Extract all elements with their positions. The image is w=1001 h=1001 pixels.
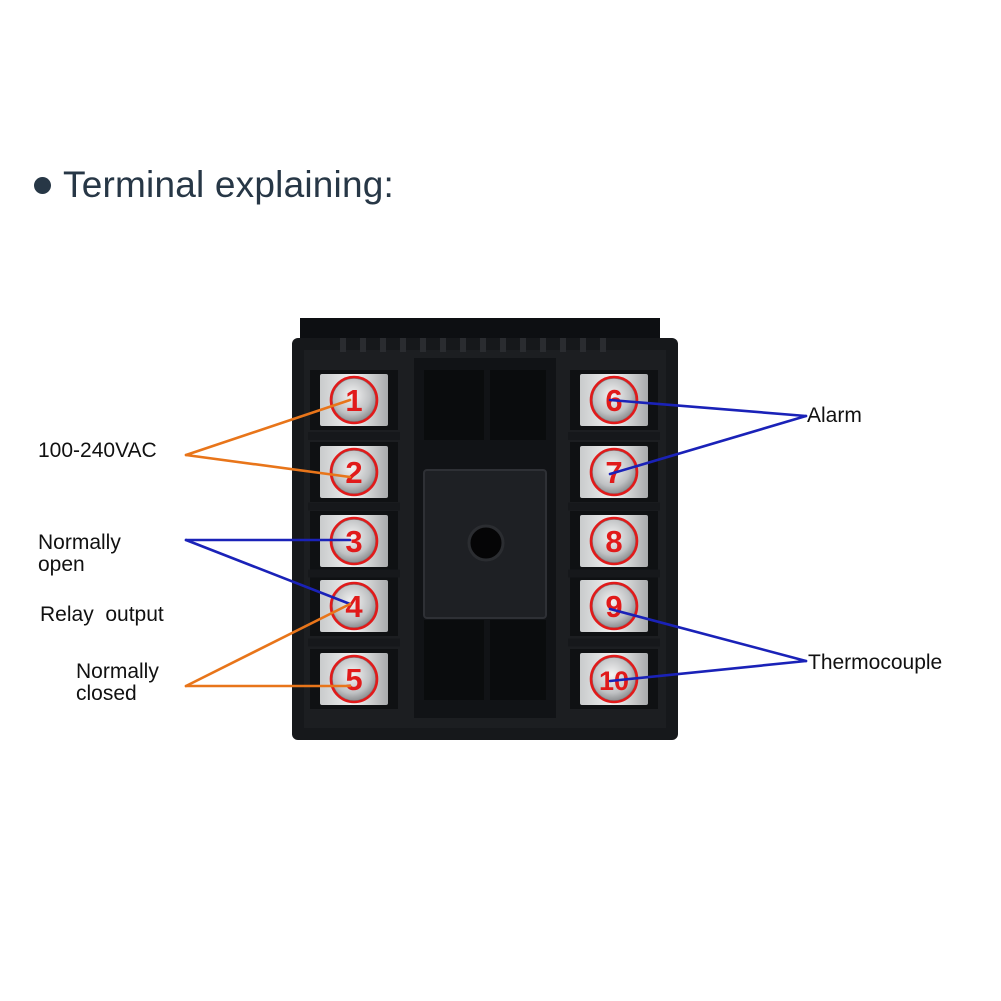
label-power: 100-240VAC xyxy=(38,439,157,462)
top-ribs xyxy=(340,338,606,352)
pointer-lines xyxy=(184,398,808,688)
line-nc-4 xyxy=(184,602,352,688)
label-alarm: Alarm xyxy=(807,404,862,427)
line-alarm-6 xyxy=(608,398,808,418)
terminal-1-highlight xyxy=(329,375,379,425)
terminal-5-number: 5 xyxy=(345,662,362,697)
terminal-1-number: 1 xyxy=(345,383,362,418)
center-window-top xyxy=(424,370,484,440)
center-hole xyxy=(467,524,505,562)
page-title: Terminal explaining: xyxy=(63,164,395,205)
terminal-7-highlight xyxy=(589,447,639,497)
line-tc-10 xyxy=(608,659,808,683)
terminal-9: 9 xyxy=(570,576,658,636)
label-normally-open-line2: open xyxy=(38,553,85,576)
terminal-8: 8 xyxy=(570,511,658,571)
label-normally-open-line1: Normally xyxy=(38,531,121,554)
terminal-4-highlight xyxy=(329,581,379,631)
heading: Terminal explaining: xyxy=(34,160,394,210)
terminal-2: 2 xyxy=(310,442,398,502)
terminal-1: 1 xyxy=(310,370,398,430)
center-window-bottom xyxy=(424,620,484,700)
terminal-2-highlight xyxy=(329,447,379,497)
terminal-10: 10 xyxy=(570,649,658,709)
label-normally-closed-line1: Normally xyxy=(76,660,159,683)
terminal-divider xyxy=(568,502,660,511)
bullet-icon xyxy=(34,176,51,194)
terminal-8-highlight xyxy=(589,516,639,566)
center-window-top-r xyxy=(490,370,546,440)
terminal-divider xyxy=(308,569,400,578)
line-power-2 xyxy=(184,453,352,479)
center-window-bottom-r xyxy=(490,620,546,700)
line-alarm-7 xyxy=(608,414,808,476)
terminal-5: 5 xyxy=(310,649,398,709)
terminal-6-highlight xyxy=(589,375,639,425)
terminal-4-number: 4 xyxy=(345,589,363,624)
terminal-divider xyxy=(308,638,400,647)
terminal-3-number: 3 xyxy=(345,524,362,559)
terminal-2-number: 2 xyxy=(345,455,362,490)
terminal-4: 4 xyxy=(310,576,398,636)
label-thermocouple: Thermocouple xyxy=(808,651,943,674)
terminal-divider xyxy=(308,432,400,440)
label-normally-closed: Normally closed xyxy=(76,661,159,705)
label-normally-open: Normally open xyxy=(38,532,121,576)
terminal-divider xyxy=(568,432,660,440)
terminal-9-number: 9 xyxy=(605,589,622,624)
terminal-divider xyxy=(568,569,660,578)
line-no-4 xyxy=(184,538,352,606)
label-normally-closed-line2: closed xyxy=(76,682,137,705)
terminal-divider xyxy=(308,502,400,511)
line-power-1 xyxy=(184,398,352,457)
terminal-5-highlight xyxy=(329,654,379,704)
label-relay-output: Relay output xyxy=(40,603,164,626)
terminal-divider xyxy=(568,638,660,647)
terminal-8-number: 8 xyxy=(605,524,622,559)
terminal-9-highlight xyxy=(589,581,639,631)
line-tc-9 xyxy=(608,607,808,663)
